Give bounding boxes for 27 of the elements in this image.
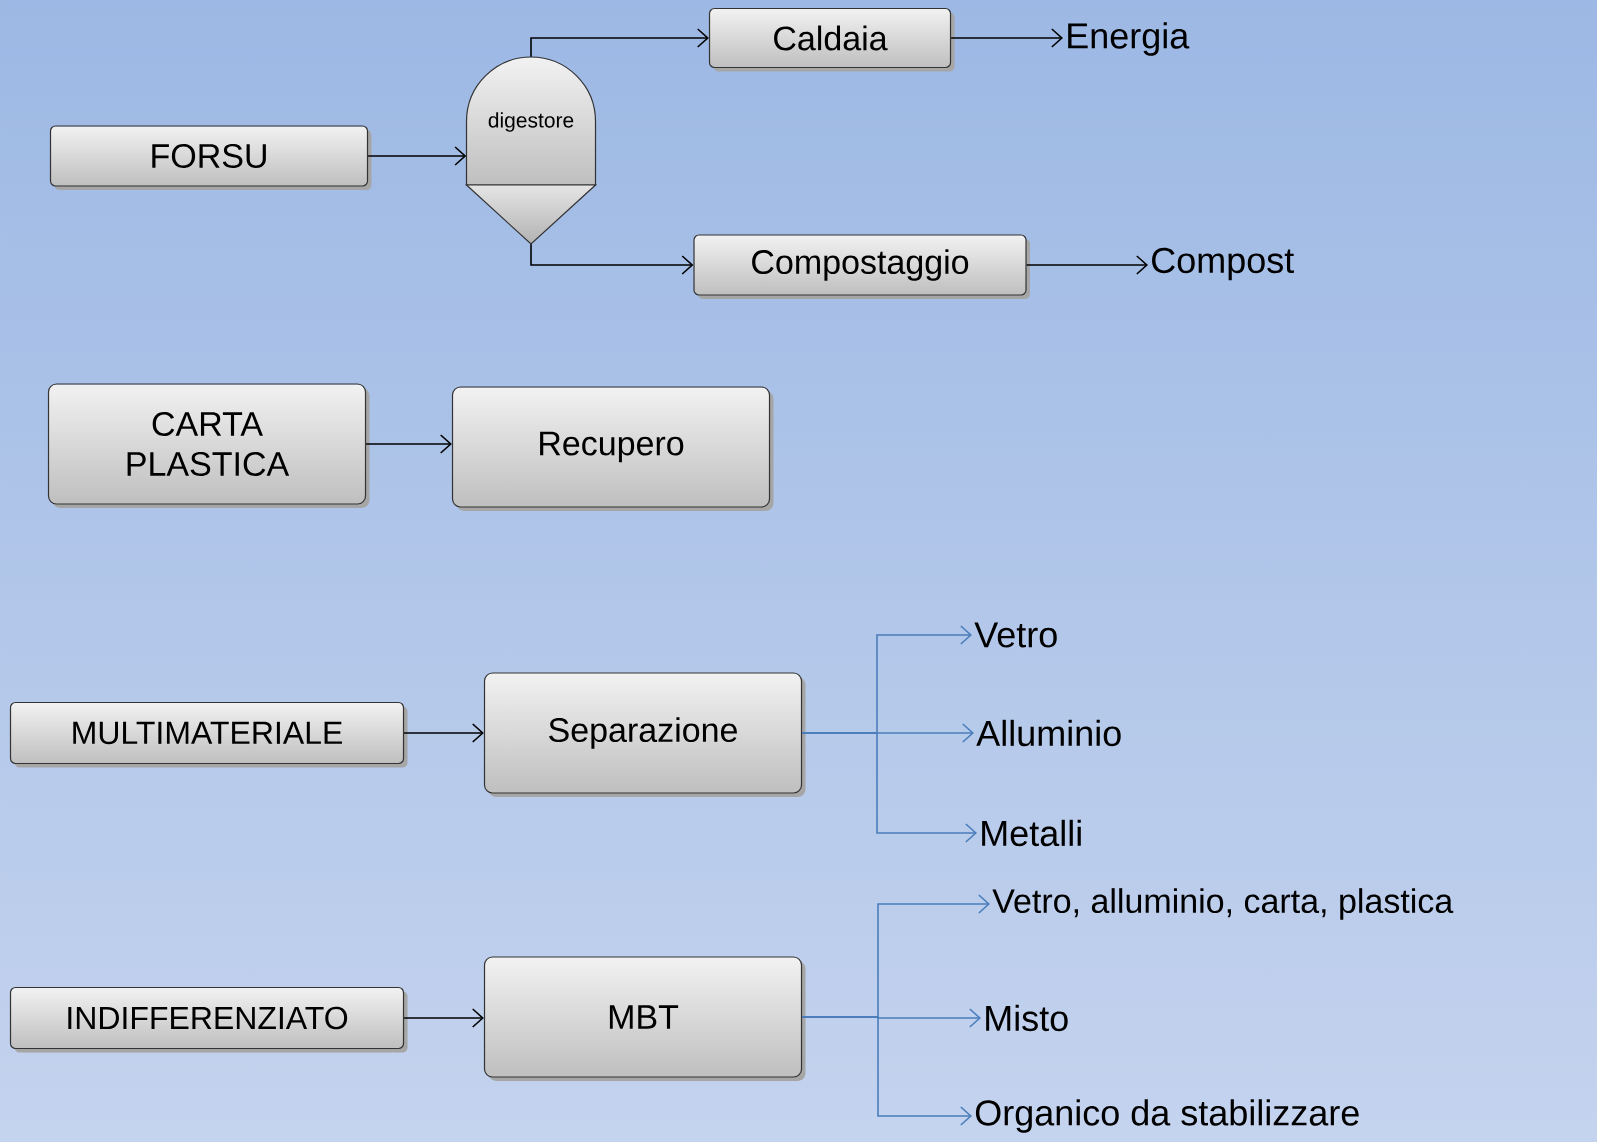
- output-label: Alluminio: [976, 719, 1121, 747]
- process-box: Separazione: [483, 672, 806, 797]
- arrow: [530, 243, 694, 275]
- process-box: Caldaia: [708, 7, 955, 72]
- output-label: Misto: [986, 1004, 1068, 1032]
- output-label: Compost: [1152, 247, 1294, 281]
- arrow: [365, 434, 452, 454]
- arrow: [367, 146, 467, 166]
- process-box: MBT: [483, 956, 806, 1081]
- process-box: MULTIMATERIALE: [9, 701, 408, 768]
- process-box: CARTA PLASTICA: [47, 383, 370, 508]
- arrow: [530, 28, 709, 58]
- output-label: Energia: [1068, 22, 1190, 56]
- arrow: [801, 732, 977, 843]
- arrow: [950, 28, 1063, 48]
- output-label: Metalli: [982, 819, 1081, 847]
- process-box: INDIFFERENZIATO: [9, 986, 408, 1053]
- process-box: Recupero: [451, 386, 774, 511]
- arrow: [403, 1008, 484, 1028]
- output-label: Vetro, alluminio, carta, plastica: [992, 888, 1454, 920]
- process-box: Compostaggio: [693, 234, 1030, 299]
- output-label: Organico da stabilizzare: [975, 1099, 1359, 1133]
- arrow: [403, 723, 484, 743]
- process-box: FORSU: [49, 125, 372, 190]
- arrow: [1025, 255, 1148, 275]
- output-label: Vetro: [974, 622, 1057, 648]
- arrow: [801, 1016, 972, 1126]
